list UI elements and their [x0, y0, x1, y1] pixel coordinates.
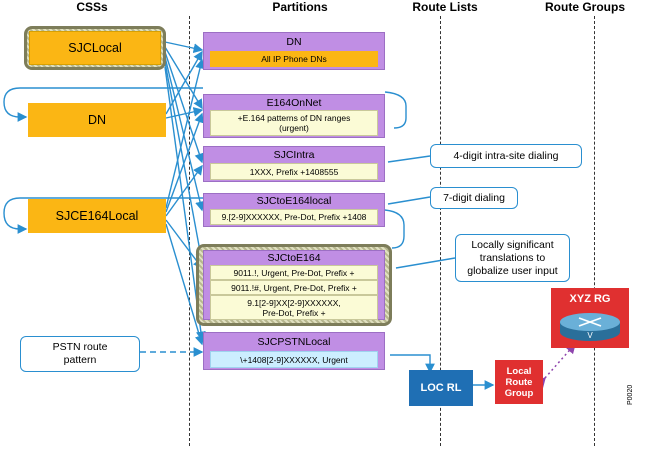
- svg-text:V: V: [587, 331, 593, 340]
- route-list-loc-rl-label: LOC RL: [420, 382, 462, 394]
- partition-e164onnet-row: +E.164 patterns of DN ranges (urgent): [210, 110, 378, 136]
- dotted-link-arrow: [535, 342, 576, 389]
- route-group-xyz-label: XYZ RG: [569, 293, 611, 305]
- partition-sjcpstnlocal: SJCPSTNLocal \+1408[2-9]XXXXXX, Urgent: [203, 332, 385, 370]
- divider-2: [440, 16, 441, 446]
- partition-sjctoe164: SJCtoE164 9011.!, Urgent, Pre-Dot, Prefi…: [203, 250, 385, 320]
- header-csss: CSSs: [76, 0, 108, 14]
- partition-sjctoe164local: SJCtoE164local 9.[2-9]XXXXXX, Pre-Dot, P…: [203, 193, 385, 227]
- partition-sjctoe164-title: SJCtoE164: [267, 252, 321, 264]
- partition-sjctoe164-row-1: 9011.!, Urgent, Pre-Dot, Prefix +: [210, 265, 378, 280]
- partition-sjcintra: SJCIntra 1XXX, Prefix +1408555: [203, 146, 385, 182]
- css-sjclocal: SJCLocal: [29, 31, 161, 65]
- partition-dn-row: All IP Phone DNs: [210, 51, 378, 67]
- route-group-xyz: XYZ RG V: [551, 288, 629, 348]
- callout-seven-digit: 7-digit dialing: [430, 187, 518, 209]
- css-sjce164local-label: SJCE164Local: [55, 209, 139, 223]
- partition-dn: DN All IP Phone DNs: [203, 32, 385, 70]
- partition-sjctoe164local-row: 9.[2-9]XXXXXX, Pre-Dot, Prefix +1408: [210, 209, 378, 225]
- pstn-route-pattern: PSTN route pattern: [20, 336, 140, 372]
- css-dn: DN: [28, 103, 166, 137]
- callout-local-translations: Locally significant translations to glob…: [455, 234, 570, 282]
- partition-e164onnet: E164OnNet +E.164 patterns of DN ranges (…: [203, 94, 385, 138]
- partition-sjcpstnlocal-row: \+1408[2-9]XXXXXX, Urgent: [210, 351, 378, 368]
- router-icon: V: [560, 313, 620, 341]
- divider-1: [189, 16, 190, 446]
- figure-id: P0020: [627, 384, 634, 405]
- partition-sjcpstnlocal-title: SJCPSTNLocal: [257, 336, 331, 348]
- partition-sjcintra-title: SJCIntra: [273, 149, 315, 161]
- header-route-groups: Route Groups: [545, 0, 625, 14]
- partition-e164onnet-title: E164OnNet: [266, 97, 322, 109]
- route-list-loc-rl: LOC RL: [409, 370, 473, 406]
- partition-dn-title: DN: [286, 36, 302, 48]
- css-sjclocal-label: SJCLocal: [68, 41, 122, 55]
- partition-sjctoe164-row-2: 9011.!#, Urgent, Pre-Dot, Prefix +: [210, 280, 378, 295]
- local-route-group: Local Route Group: [495, 360, 543, 404]
- partition-sjctoe164local-title: SJCtoE164local: [256, 195, 332, 207]
- partition-sjctoe164-row-3: 9.1[2-9]XX[2-9]XXXXXX, Pre-Dot, Prefix +: [210, 295, 378, 320]
- divider-3: [594, 16, 595, 446]
- partition-sjcintra-row: 1XXX, Prefix +1408555: [210, 163, 378, 180]
- header-partitions: Partitions: [272, 0, 328, 14]
- callout-intra-site: 4-digit intra-site dialing: [430, 144, 582, 168]
- css-dn-label: DN: [87, 113, 107, 127]
- header-route-lists: Route Lists: [412, 0, 478, 14]
- css-sjce164local: SJCE164Local: [28, 199, 166, 233]
